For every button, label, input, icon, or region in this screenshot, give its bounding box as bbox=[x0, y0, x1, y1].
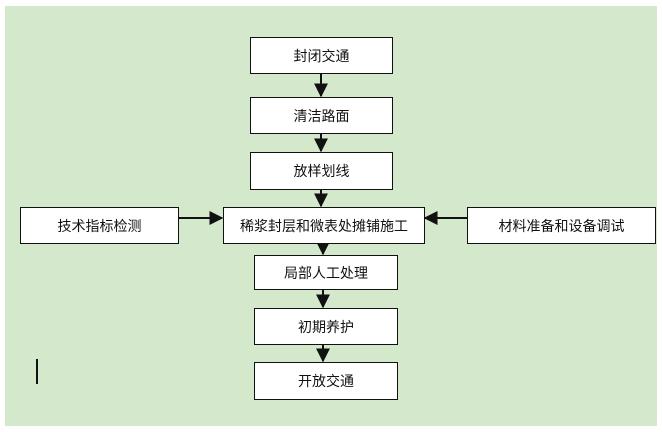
text-cursor bbox=[36, 359, 38, 384]
step-initial-curing: 初期养护 bbox=[254, 308, 398, 345]
step-manual-treatment: 局部人工处理 bbox=[254, 255, 398, 290]
input-material-equipment: 材料准备和设备调试 bbox=[467, 207, 656, 244]
step-slurry-seal-paving: 稀浆封层和微表处摊铺施工 bbox=[223, 207, 425, 244]
step-clean-road: 清洁路面 bbox=[250, 97, 393, 134]
step-close-traffic: 封闭交通 bbox=[250, 37, 393, 74]
input-technical-testing: 技术指标检测 bbox=[20, 207, 179, 244]
step-open-traffic: 开放交通 bbox=[254, 362, 398, 400]
step-layout-marking: 放样划线 bbox=[250, 152, 393, 190]
